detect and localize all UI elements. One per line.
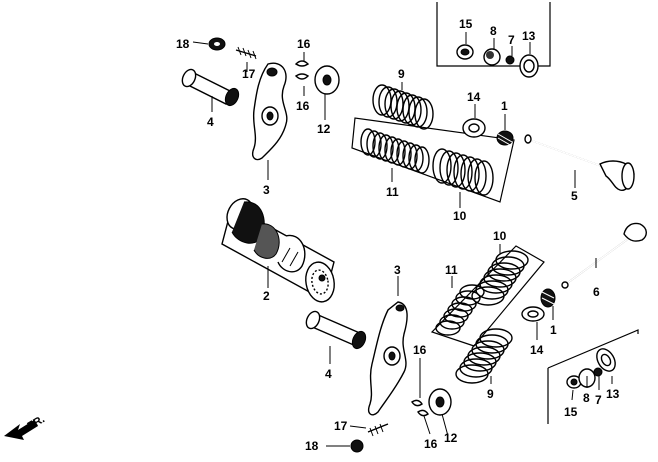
part-1-stem-seal-upper <box>496 130 514 147</box>
callout-17-upper: 17 <box>242 67 256 81</box>
detail-box-upper <box>436 2 551 67</box>
part-12-spring-retainer-upper <box>314 65 340 95</box>
part-10-outer-valve-spring-lower <box>471 250 529 306</box>
callout-4-lower: 4 <box>325 367 332 381</box>
part-14-spring-seat-upper <box>462 118 486 138</box>
part-6-valve-lower <box>561 222 647 289</box>
callout-9-lower: 9 <box>487 387 494 401</box>
callout-5: 5 <box>571 189 578 203</box>
part-18-nut-lower <box>350 439 364 453</box>
part-3-rocker-arm-lower <box>368 301 408 416</box>
callout-13-lower: 13 <box>606 387 620 401</box>
callout-7-lower: 7 <box>595 393 602 407</box>
callout-8-lower: 8 <box>583 391 590 405</box>
callout-11-lower: 11 <box>445 263 458 277</box>
callout-14-upper: 14 <box>467 90 481 104</box>
callout-15-lower: 15 <box>564 405 578 419</box>
callout-12-upper: 12 <box>317 122 331 136</box>
callout-11-upper: 11 <box>386 185 399 199</box>
part-16-valve-cotter-lower <box>411 399 429 417</box>
callout-10-lower: 10 <box>493 229 507 243</box>
detail-box-lower <box>547 329 639 424</box>
part-10-outer-valve-spring-upper <box>432 148 494 196</box>
callout-15-upper: 15 <box>459 17 473 31</box>
callout-16-upper-b: 16 <box>296 99 310 113</box>
part-12-spring-retainer-lower <box>428 388 452 416</box>
callout-4-upper: 4 <box>207 115 214 129</box>
callout-17-lower: 17 <box>334 419 348 433</box>
part-13-washer-lower-box <box>596 348 616 372</box>
part-15-retainer-upper-box <box>456 44 474 60</box>
callout-16-lower-b: 16 <box>424 437 438 451</box>
part-13-washer-upper-box <box>519 54 539 78</box>
callout-1-lower: 1 <box>550 323 557 337</box>
callout-12-lower: 12 <box>444 431 458 445</box>
part-11-inner-valve-spring-lower <box>435 284 485 336</box>
part-17-adjust-screw-upper <box>235 46 257 60</box>
callout-16-upper-a: 16 <box>297 37 311 51</box>
part-4-rocker-shaft-upper <box>181 68 240 107</box>
part-16-valve-cotter-upper <box>294 60 310 80</box>
front-direction-arrow-icon <box>4 420 38 440</box>
callout-16-lower-a: 16 <box>413 343 427 357</box>
part-4-rocker-shaft-lower <box>305 310 367 350</box>
callout-14-lower: 14 <box>530 343 544 357</box>
callout-3-upper: 3 <box>263 183 270 197</box>
part-14-spring-seat-lower <box>521 306 545 322</box>
callout-6: 6 <box>593 285 600 299</box>
part-9-outer-valve-spring-lower <box>455 328 513 384</box>
part-5-valve-upper <box>524 134 635 191</box>
callout-7-upper: 7 <box>508 33 515 47</box>
spring-group-frame-upper <box>351 117 515 203</box>
callout-9-upper: 9 <box>398 67 405 81</box>
callout-18-lower: 18 <box>305 439 319 453</box>
part-17-adjust-screw-lower <box>367 423 389 437</box>
callout-1-upper: 1 <box>501 99 508 113</box>
part-2-camshaft <box>221 198 335 303</box>
part-18-nut-upper <box>208 37 226 51</box>
part-11-inner-valve-spring-upper <box>360 128 430 174</box>
callout-3-lower: 3 <box>394 263 401 277</box>
part-7-small-seal-lower-box <box>593 367 603 377</box>
callout-8-upper: 8 <box>490 24 497 38</box>
callout-10-upper: 10 <box>453 209 467 223</box>
part-9-outer-valve-spring-upper <box>372 84 434 130</box>
part-7-small-seal-upper-box <box>505 55 515 65</box>
part-8-cap-upper-box <box>483 48 501 66</box>
part-1-stem-seal-lower <box>540 288 556 308</box>
part-3-rocker-arm-upper <box>252 62 288 161</box>
callout-2: 2 <box>263 289 270 303</box>
front-direction-label: FR. <box>26 413 47 432</box>
callout-18-upper: 18 <box>176 37 190 51</box>
callout-13-upper: 13 <box>522 29 536 43</box>
